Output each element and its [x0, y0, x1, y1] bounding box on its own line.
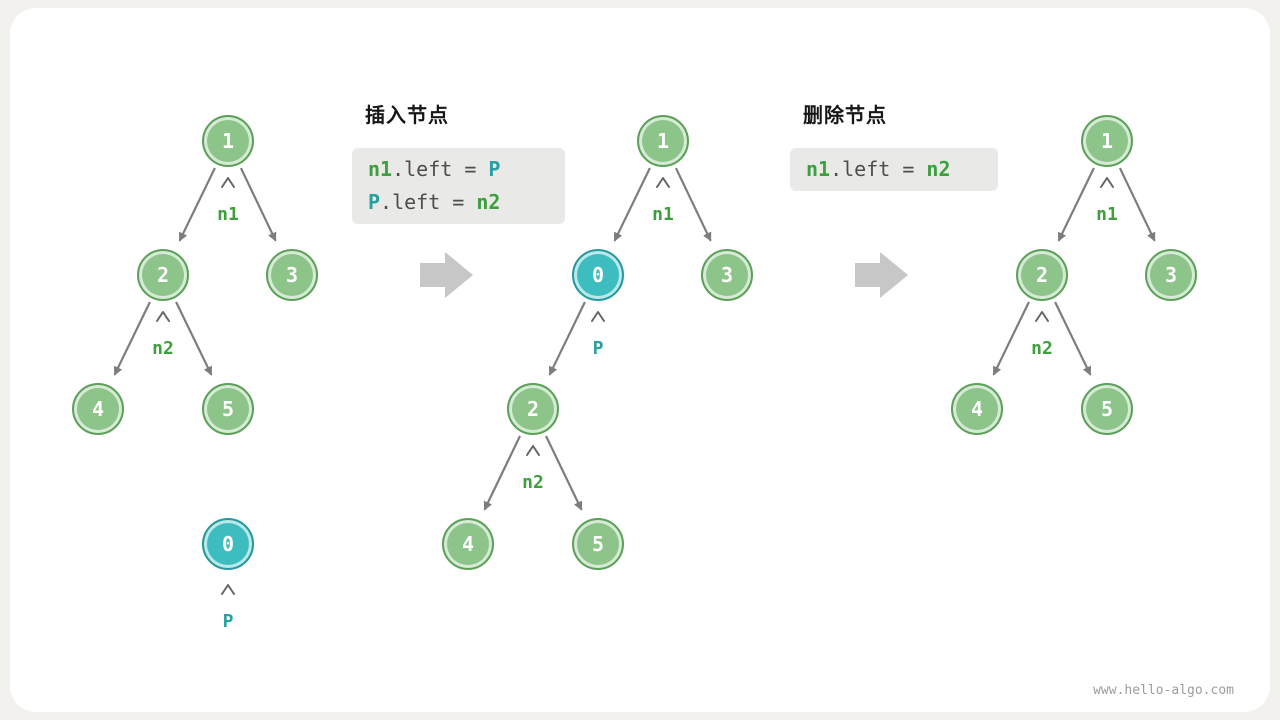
tree-after-delete-node-3: 3 [1145, 249, 1197, 301]
tree-after-insert-edge-2-4 [483, 435, 521, 511]
tree-after-delete-pointer-chevron-icon [1100, 177, 1114, 188]
tree-before-insert-pointer-chevron-icon [156, 311, 170, 322]
tree-before-insert-edge-2-4 [113, 301, 151, 376]
tree-before-insert-node-5: 5 [202, 383, 254, 435]
tree-after-delete-edge-1-2 [1057, 167, 1095, 242]
tree-after-insert-pointer-label-n1: n1 [652, 204, 674, 225]
tree-before-insert-pointer-label-p: P [222, 611, 234, 632]
tree-after-insert-node-3: 3 [701, 249, 753, 301]
tree-after-delete-pointer-label-n1: n1 [1096, 204, 1118, 225]
code-token: .left = [830, 157, 927, 181]
tree-after-delete-node-4: 4 [951, 383, 1003, 435]
code-line: n1.left = P [368, 153, 549, 186]
code-token: P [368, 190, 381, 214]
tree-after-delete-node-2: 2 [1016, 249, 1068, 301]
code-line: P.left = n2 [368, 186, 549, 219]
tree-after-insert-edge-2-5 [545, 435, 583, 511]
tree-after-insert-pointer-chevron-icon [591, 311, 605, 322]
tree-after-delete-edge-1-3 [1118, 167, 1156, 242]
flow-arrow-1 [420, 252, 473, 298]
tree-before-insert-pointer-label-n1: n1 [217, 204, 239, 225]
tree-after-insert-node-5: 5 [572, 518, 624, 570]
section-delete: 删除节点 n1.left = n2 [790, 99, 998, 191]
tree-before-insert-edge-1-3 [239, 167, 277, 242]
code-token: P [488, 157, 501, 181]
tree-after-insert-node-0: 0 [572, 249, 624, 301]
code-line: n1.left = n2 [806, 153, 982, 186]
tree-after-delete-pointer-label-n2: n2 [1031, 338, 1053, 359]
tree-after-insert-edge-1-0 [613, 167, 651, 242]
flow-arrow-2 [855, 252, 908, 298]
tree-after-delete-node-5: 5 [1081, 383, 1133, 435]
section-title-insert: 插入节点 [365, 105, 449, 127]
tree-before-insert-node-1: 1 [202, 115, 254, 167]
code-token: .left = [392, 157, 489, 181]
tree-after-insert-node-2: 2 [507, 383, 559, 435]
tree-before-insert-pointer-chevron-icon [221, 584, 235, 595]
tree-before-insert-pointer-chevron-icon [221, 177, 235, 188]
tree-after-insert-edge-1-3 [674, 167, 712, 242]
code-block-delete: n1.left = n2 [790, 148, 998, 191]
tree-after-insert-edge-0-2 [548, 301, 586, 376]
tree-after-delete-edge-2-4 [992, 301, 1030, 376]
tree-after-delete-node-1: 1 [1081, 115, 1133, 167]
tree-before-insert-node-4: 4 [72, 383, 124, 435]
watermark: www.hello-algo.com [1093, 683, 1234, 698]
code-token: n2 [476, 190, 501, 214]
tree-after-insert-node-4: 4 [442, 518, 494, 570]
tree-before-insert-node-0: 0 [202, 518, 254, 570]
tree-before-insert-pointer-label-n2: n2 [152, 338, 174, 359]
code-token: n1 [368, 157, 393, 181]
tree-after-insert-pointer-chevron-icon [526, 445, 540, 456]
tree-before-insert-edge-1-2 [178, 167, 216, 242]
tree-after-insert-pointer-chevron-icon [656, 177, 670, 188]
tree-before-insert-edge-2-5 [175, 301, 213, 376]
tree-before-insert-node-2: 2 [137, 249, 189, 301]
code-token: n2 [926, 157, 951, 181]
tree-before-insert-node-3: 3 [266, 249, 318, 301]
tree-after-insert-pointer-label-p: P [592, 338, 604, 359]
tree-after-insert-node-1: 1 [637, 115, 689, 167]
section-title-delete: 删除节点 [803, 105, 887, 127]
tree-after-delete-pointer-chevron-icon [1035, 311, 1049, 322]
tree-after-insert-pointer-label-n2: n2 [522, 472, 544, 493]
code-token: .left = [380, 190, 477, 214]
tree-after-delete-edge-2-5 [1054, 301, 1092, 376]
code-token: n1 [806, 157, 831, 181]
